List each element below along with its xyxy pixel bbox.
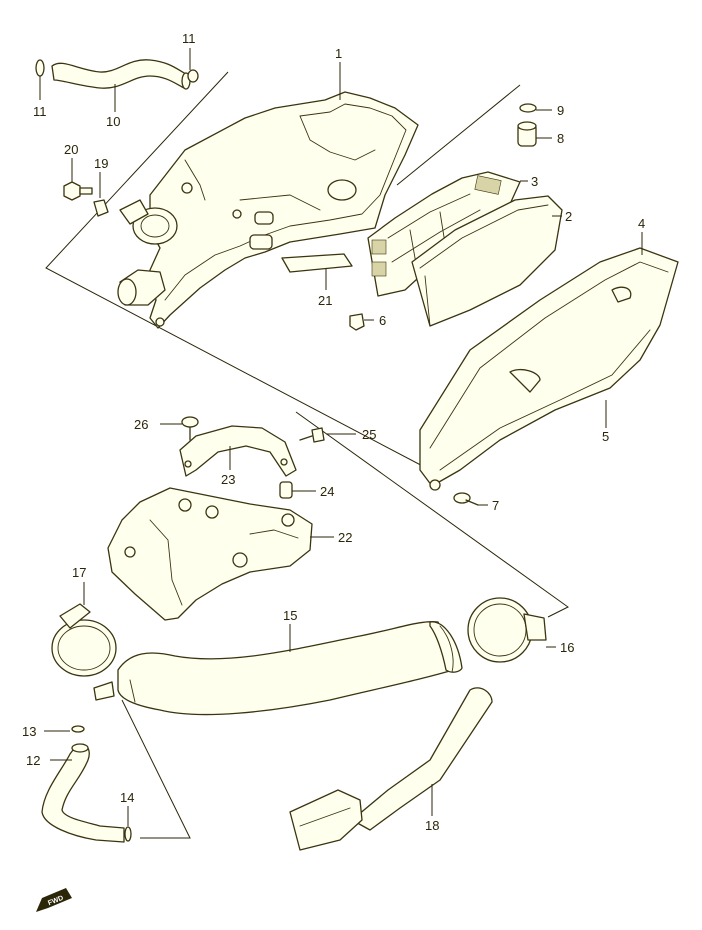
label-part-17: 17 — [72, 565, 86, 580]
label-part-21: 21 — [318, 293, 332, 308]
drain-hose-18 — [289, 687, 493, 851]
label-part-22: 22 — [338, 530, 352, 545]
pad-21 — [281, 253, 353, 273]
cover-guard-22 — [107, 487, 313, 621]
label-part-4: 4 — [638, 216, 645, 231]
label-part-10: 10 — [106, 114, 120, 129]
breather-hose-lower — [41, 743, 125, 843]
label-part-20: 20 — [64, 142, 78, 157]
label-part-5: 5 — [602, 429, 609, 444]
assembly-guide-lines — [45, 71, 569, 839]
clip-14 — [124, 826, 132, 842]
breather-hose-upper — [51, 59, 191, 90]
label-part-19: 19 — [94, 156, 108, 171]
air-cleaner-case — [117, 91, 419, 329]
bolt-25 — [299, 427, 325, 443]
screw-26 — [181, 416, 199, 441]
collar-19 — [93, 199, 109, 217]
leader-lines — [39, 48, 643, 826]
label-part-23: 23 — [221, 472, 235, 487]
label-part-6: 6 — [379, 313, 386, 328]
label-part-16: 16 — [560, 640, 574, 655]
fwd-arrow-icon: FWD — [36, 888, 72, 912]
label-part-24: 24 — [320, 484, 334, 499]
screw-7 — [453, 492, 479, 506]
clip-11-left — [35, 59, 45, 77]
grommet-6 — [349, 313, 365, 331]
label-part-3: 3 — [531, 174, 538, 189]
label-part-11-right: 11 — [182, 31, 196, 46]
label-part-1: 1 — [335, 46, 342, 61]
intake-duct-15 — [93, 621, 463, 716]
label-part-25: 25 — [362, 427, 376, 442]
collar-24 — [279, 481, 293, 499]
label-part-9: 9 — [557, 103, 564, 118]
filter-element-2 — [411, 195, 563, 327]
label-part-8: 8 — [557, 131, 564, 146]
clamp-16 — [467, 597, 547, 663]
label-part-13: 13 — [22, 724, 36, 739]
element-frame-3 — [367, 171, 521, 297]
label-part-14: 14 — [120, 790, 134, 805]
label-part-12: 12 — [26, 753, 40, 768]
bracket-23 — [179, 425, 297, 477]
cover-5 — [419, 247, 679, 491]
bolt-20 — [63, 181, 93, 201]
label-part-18: 18 — [425, 818, 439, 833]
clip-9 — [519, 103, 537, 113]
clamp-17 — [51, 603, 117, 677]
label-part-2: 2 — [565, 209, 572, 224]
label-part-15: 15 — [283, 608, 297, 623]
label-part-7: 7 — [492, 498, 499, 513]
clip-13 — [71, 725, 85, 733]
clip-11-right — [187, 69, 199, 83]
part-number-labels: 1 2 3 4 5 6 7 8 9 10 11 11 12 13 14 15 1… — [22, 31, 645, 833]
label-part-26: 26 — [134, 417, 148, 432]
label-part-11-left: 11 — [33, 104, 47, 119]
cap-8 — [517, 121, 537, 147]
